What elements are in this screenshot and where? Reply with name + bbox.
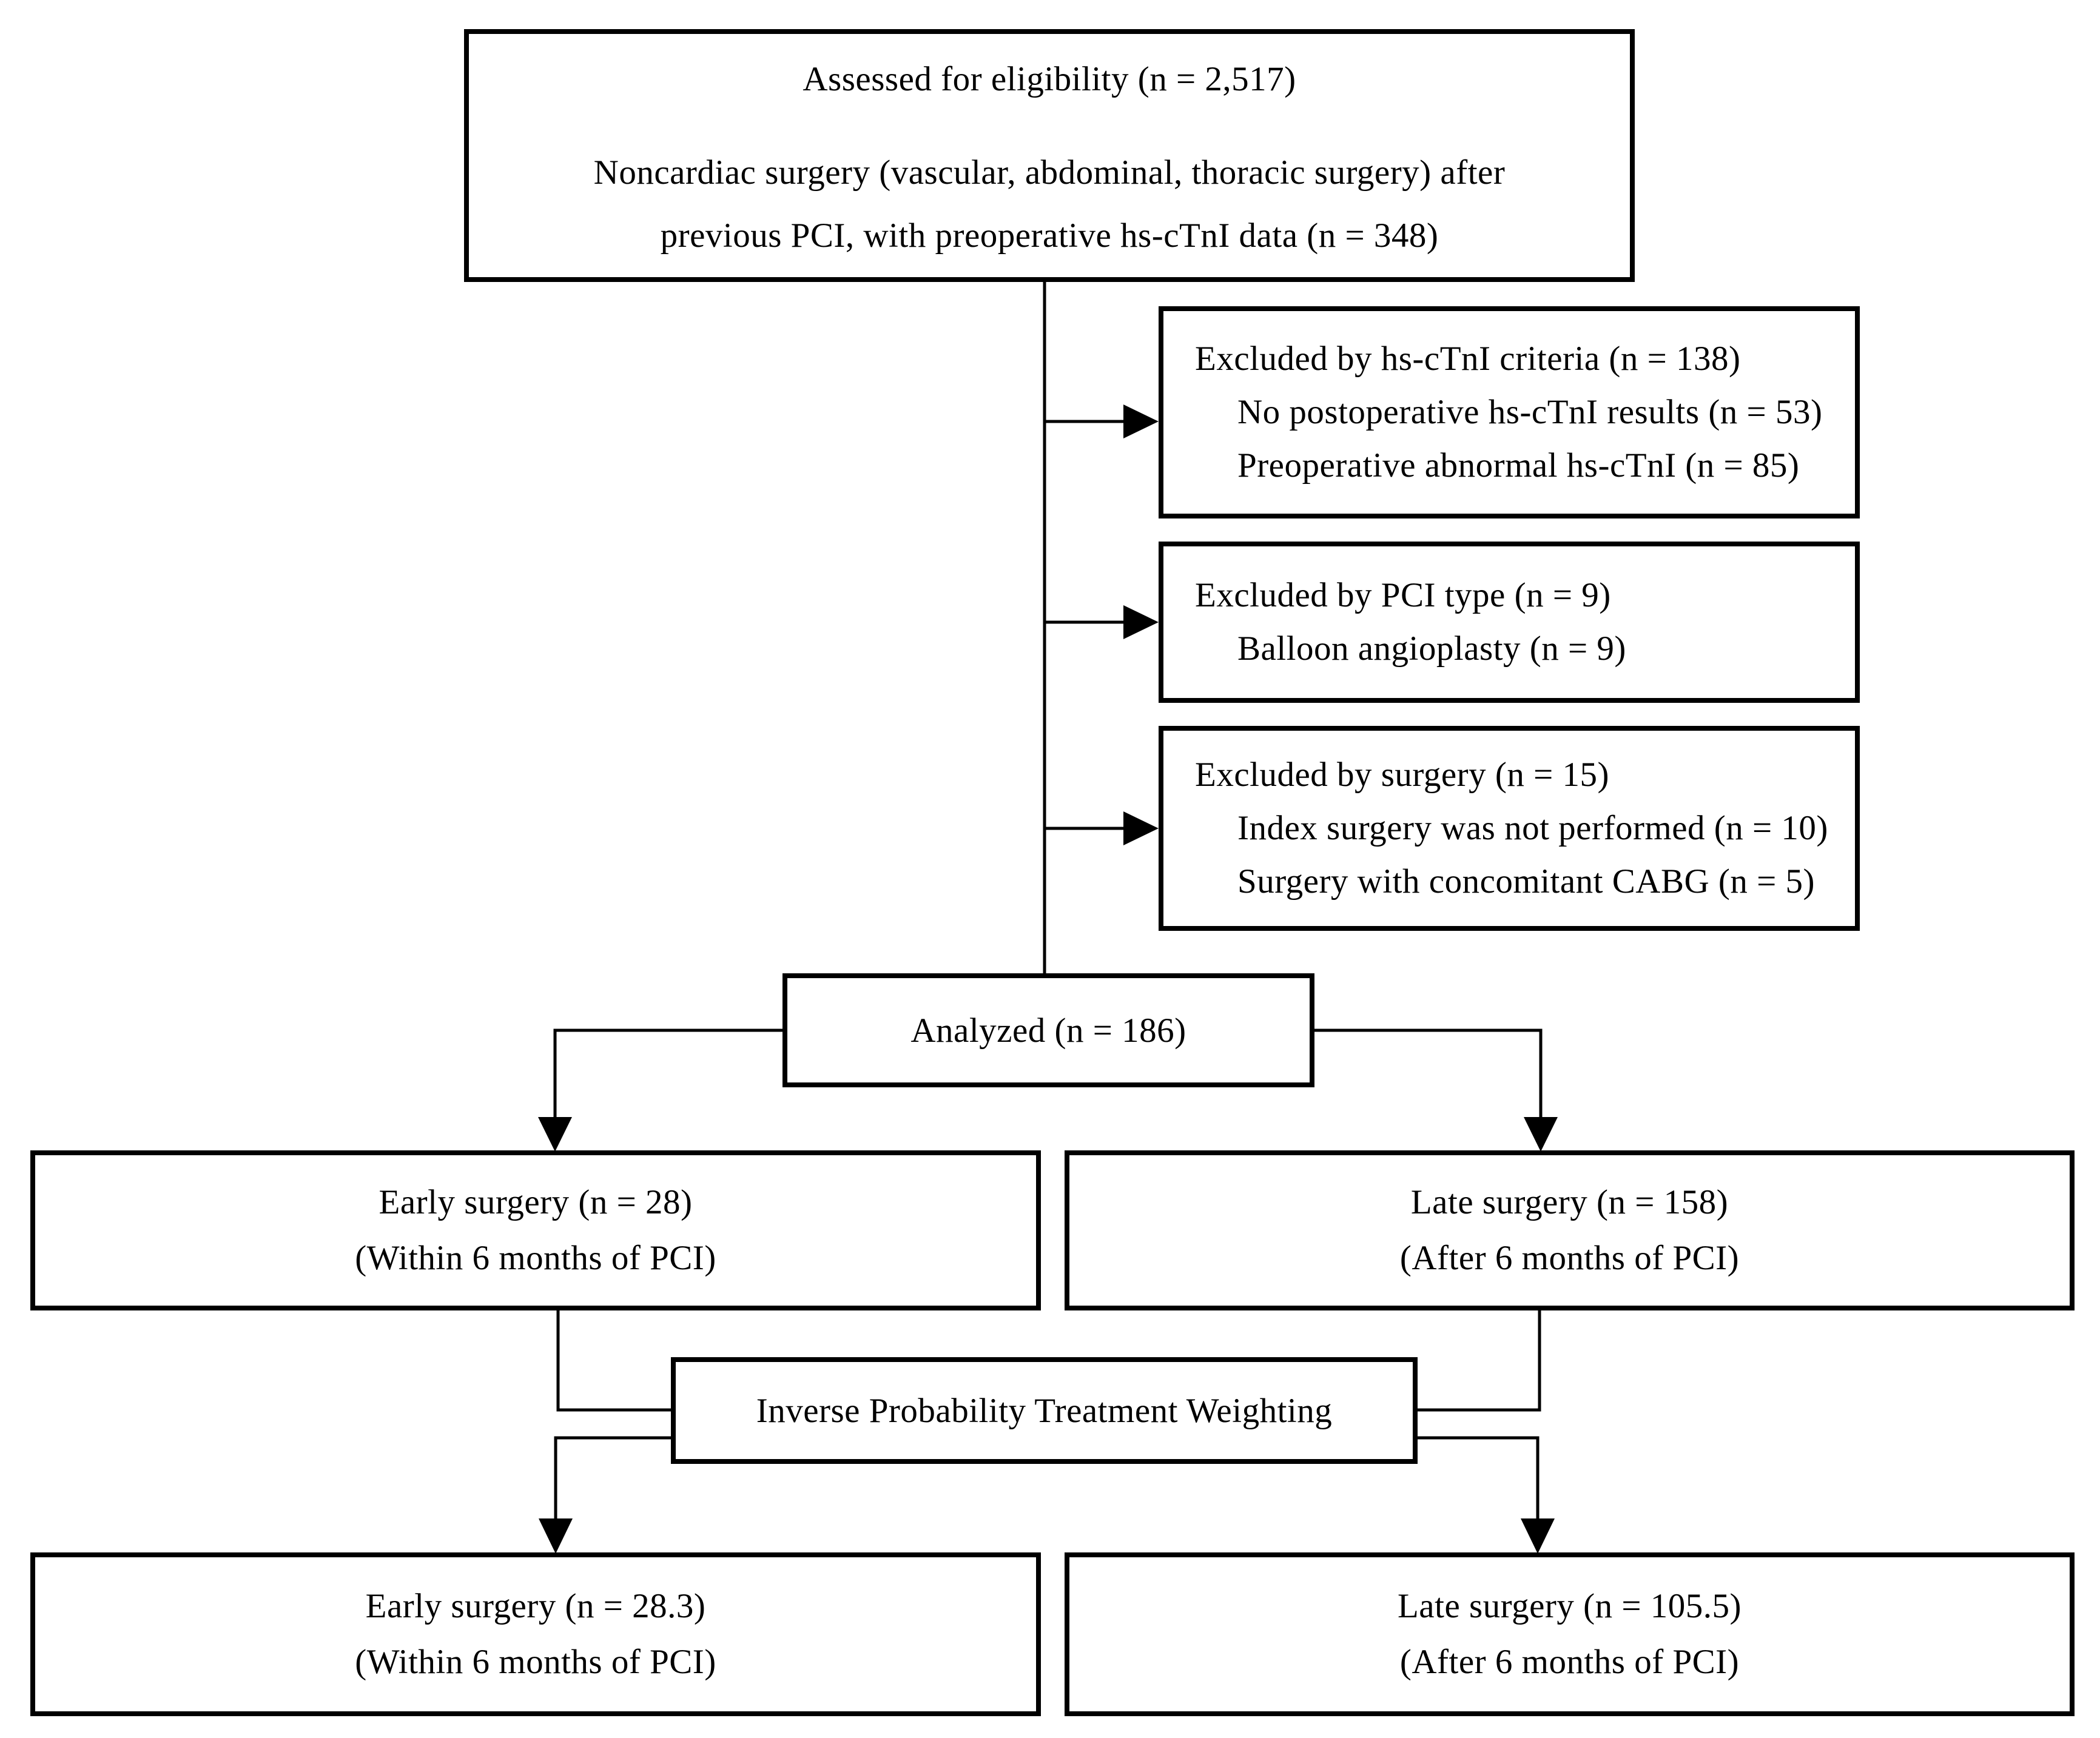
iptw-to-early-weighted-connector <box>554 1436 673 1520</box>
analyzed-to-late-arrowhead <box>1524 1117 1558 1152</box>
early-surgery-subtitle: (Within 6 months of PCI) <box>355 1239 716 1277</box>
eligibility-body-line-2: previous PCI, with preoperative hs-cTnI … <box>660 216 1439 255</box>
exclusion-arrow-2-head <box>1123 605 1159 639</box>
exclusion-box-pci-type: Excluded by PCI type (n = 9) Balloon ang… <box>1159 542 1860 703</box>
analyzed-to-late-connector <box>1313 1028 1543 1118</box>
exclusion-box-surgery: Excluded by surgery (n = 15) Index surge… <box>1159 726 1860 931</box>
analyzed-to-early-connector <box>553 1028 784 1118</box>
iptw-box: Inverse Probability Treatment Weighting <box>671 1357 1418 1464</box>
iptw-to-late-weighted-connector <box>1415 1436 1540 1520</box>
eligibility-box: Assessed for eligibility (n = 2,517) Non… <box>464 29 1635 282</box>
late-to-iptw-connector <box>1415 1309 1541 1412</box>
eligibility-body: Noncardiac surgery (vascular, abdominal,… <box>469 141 1630 267</box>
early-surgery-title: Early surgery (n = 28) <box>379 1183 693 1221</box>
late-surgery-box: Late surgery (n = 158) (After 6 months o… <box>1065 1150 2075 1310</box>
early-surgery-weighted-subtitle: (Within 6 months of PCI) <box>355 1643 716 1681</box>
early-to-iptw-connector <box>556 1309 673 1412</box>
late-surgery-weighted-subtitle: (After 6 months of PCI) <box>1399 1643 1740 1681</box>
iptw-to-early-weighted-arrowhead <box>539 1518 573 1554</box>
late-surgery-title: Late surgery (n = 158) <box>1410 1183 1729 1221</box>
early-surgery-weighted-box: Early surgery (n = 28.3) (Within 6 month… <box>30 1552 1041 1716</box>
exclusion-box-hs-ctni-item-2: Preoperative abnormal hs-cTnI (n = 85) <box>1237 446 1800 485</box>
exclusion-arrow-3-head <box>1123 811 1159 845</box>
iptw-box-title: Inverse Probability Treatment Weighting <box>756 1391 1333 1430</box>
exclusion-box-pci-type-item-1: Balloon angioplasty (n = 9) <box>1237 629 1626 668</box>
late-surgery-subtitle: (After 6 months of PCI) <box>1399 1239 1740 1277</box>
exclusion-box-hs-ctni: Excluded by hs-cTnI criteria (n = 138) N… <box>1159 306 1860 518</box>
late-surgery-weighted-box: Late surgery (n = 105.5) (After 6 months… <box>1065 1552 2075 1716</box>
early-surgery-weighted-title: Early surgery (n = 28.3) <box>365 1587 706 1625</box>
eligibility-body-line-1: Noncardiac surgery (vascular, abdominal,… <box>593 153 1506 192</box>
exclusion-box-surgery-title: Excluded by surgery (n = 15) <box>1195 756 1610 794</box>
analyzed-box-title: Analyzed (n = 186) <box>910 1011 1186 1050</box>
early-surgery-box: Early surgery (n = 28) (Within 6 months … <box>30 1150 1041 1310</box>
analyzed-to-early-arrowhead <box>538 1117 572 1152</box>
exclusion-arrow-1-head <box>1123 404 1159 438</box>
exclusion-box-pci-type-title: Excluded by PCI type (n = 9) <box>1195 576 1611 614</box>
iptw-to-late-weighted-arrowhead <box>1521 1518 1555 1554</box>
exclusion-box-hs-ctni-title: Excluded by hs-cTnI criteria (n = 138) <box>1195 340 1741 378</box>
exclusion-box-hs-ctni-item-1: No postoperative hs-cTnI results (n = 53… <box>1237 393 1823 431</box>
eligibility-title: Assessed for eligibility (n = 2,517) <box>803 59 1296 98</box>
late-surgery-weighted-title: Late surgery (n = 105.5) <box>1397 1587 1742 1625</box>
exclusion-box-surgery-item-2: Surgery with concomitant CABG (n = 5) <box>1237 862 1815 901</box>
exclusion-box-surgery-item-1: Index surgery was not performed (n = 10) <box>1237 809 1828 847</box>
analyzed-box: Analyzed (n = 186) <box>782 973 1314 1087</box>
